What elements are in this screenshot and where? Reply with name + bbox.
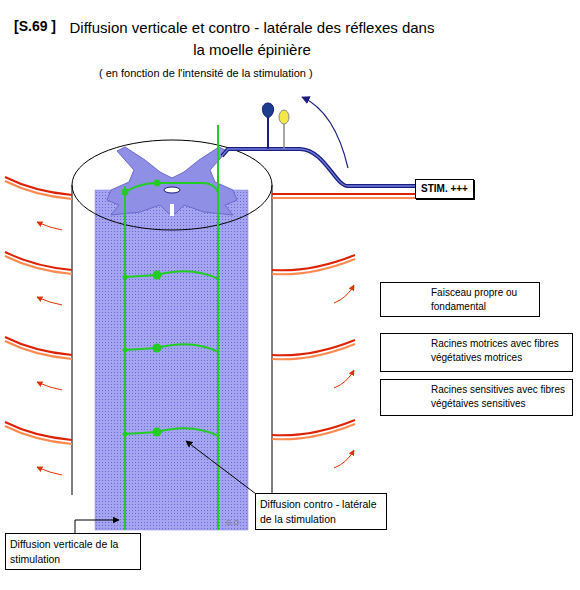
vertical-fasciculus	[217, 125, 219, 530]
direction-arrow	[37, 297, 62, 305]
central-canal	[164, 187, 180, 193]
stimulus-box: STIM. +++	[415, 179, 474, 199]
diagram-title: Diffusion verticale et contro - latérale…	[62, 17, 442, 61]
motor-root	[272, 344, 355, 359]
direction-arrow	[334, 370, 354, 388]
author-mark: G.O	[226, 519, 239, 526]
legend-text: Faisceau propre ou fondamental	[431, 283, 537, 316]
motor-root	[272, 259, 355, 274]
afferent-arrow	[302, 97, 348, 168]
synapse-dot	[122, 189, 129, 196]
crossing-fiber	[125, 183, 218, 192]
ganglion-cell	[279, 110, 289, 124]
crossing-fiber	[125, 428, 218, 436]
slide-number: [S.69 ]	[14, 18, 56, 34]
cord-outline	[72, 185, 73, 495]
leader-arrow	[75, 520, 119, 534]
motor-root	[5, 426, 72, 444]
legend-item: Racines sensitives avec fibres végétaive…	[380, 379, 573, 416]
legend-text: Racines sensitives avec fibres végétaive…	[431, 380, 571, 413]
cord-outline	[72, 140, 272, 230]
anterior-fissure	[170, 204, 174, 216]
node-text: STIM. +++	[421, 182, 468, 196]
motor-direction-arrows	[37, 222, 354, 475]
ganglion-stem	[267, 116, 269, 149]
node-text: Diffusion contro - latérale de la stimul…	[260, 497, 382, 526]
motor-root	[5, 256, 72, 274]
motor-root	[272, 193, 415, 195]
proper-fasciculus	[122, 125, 219, 530]
synapse-dot	[154, 180, 161, 187]
legend-item: Faisceau propre ou fondamental	[380, 282, 540, 317]
motor-roots-left	[5, 177, 72, 444]
crossing-fiber	[125, 271, 218, 279]
node-text: Diffusion verticale de la stimulation	[10, 537, 136, 566]
direction-arrow	[334, 450, 354, 468]
sensory-root	[222, 149, 415, 186]
leader-arrow	[186, 441, 256, 494]
vertical-fasciculus	[124, 186, 126, 530]
synapse-dot	[153, 344, 162, 353]
motor-root	[272, 197, 415, 199]
sensory-root	[222, 149, 415, 186]
legend-item: Racines motrices avec fibres végétatives…	[380, 333, 573, 372]
cord-outline	[272, 185, 273, 495]
ganglion-stem	[283, 124, 285, 149]
motor-root	[5, 341, 72, 359]
crossing-fiber	[125, 344, 218, 352]
motor-root	[5, 181, 72, 199]
synapse-dot	[153, 271, 162, 280]
motor-root	[272, 424, 355, 439]
subtitle: ( en fonction de l'intensité de la stimu…	[99, 67, 313, 79]
synapse-dot	[153, 428, 162, 437]
legend-text: Racines motrices avec fibres végétatives…	[431, 334, 571, 367]
synapse-dot	[123, 432, 128, 437]
direction-arrow	[334, 285, 354, 303]
direction-arrow	[37, 222, 62, 230]
direction-arrow	[37, 382, 62, 390]
synapse-dot	[123, 348, 128, 353]
direction-arrow	[37, 467, 62, 475]
diffusion-band	[95, 190, 248, 530]
callout-box: Diffusion contro - latérale de la stimul…	[255, 493, 387, 530]
synapse-dot	[123, 275, 128, 280]
ganglion-cell	[262, 103, 273, 118]
callout-box: Diffusion verticale de la stimulation	[5, 533, 141, 570]
